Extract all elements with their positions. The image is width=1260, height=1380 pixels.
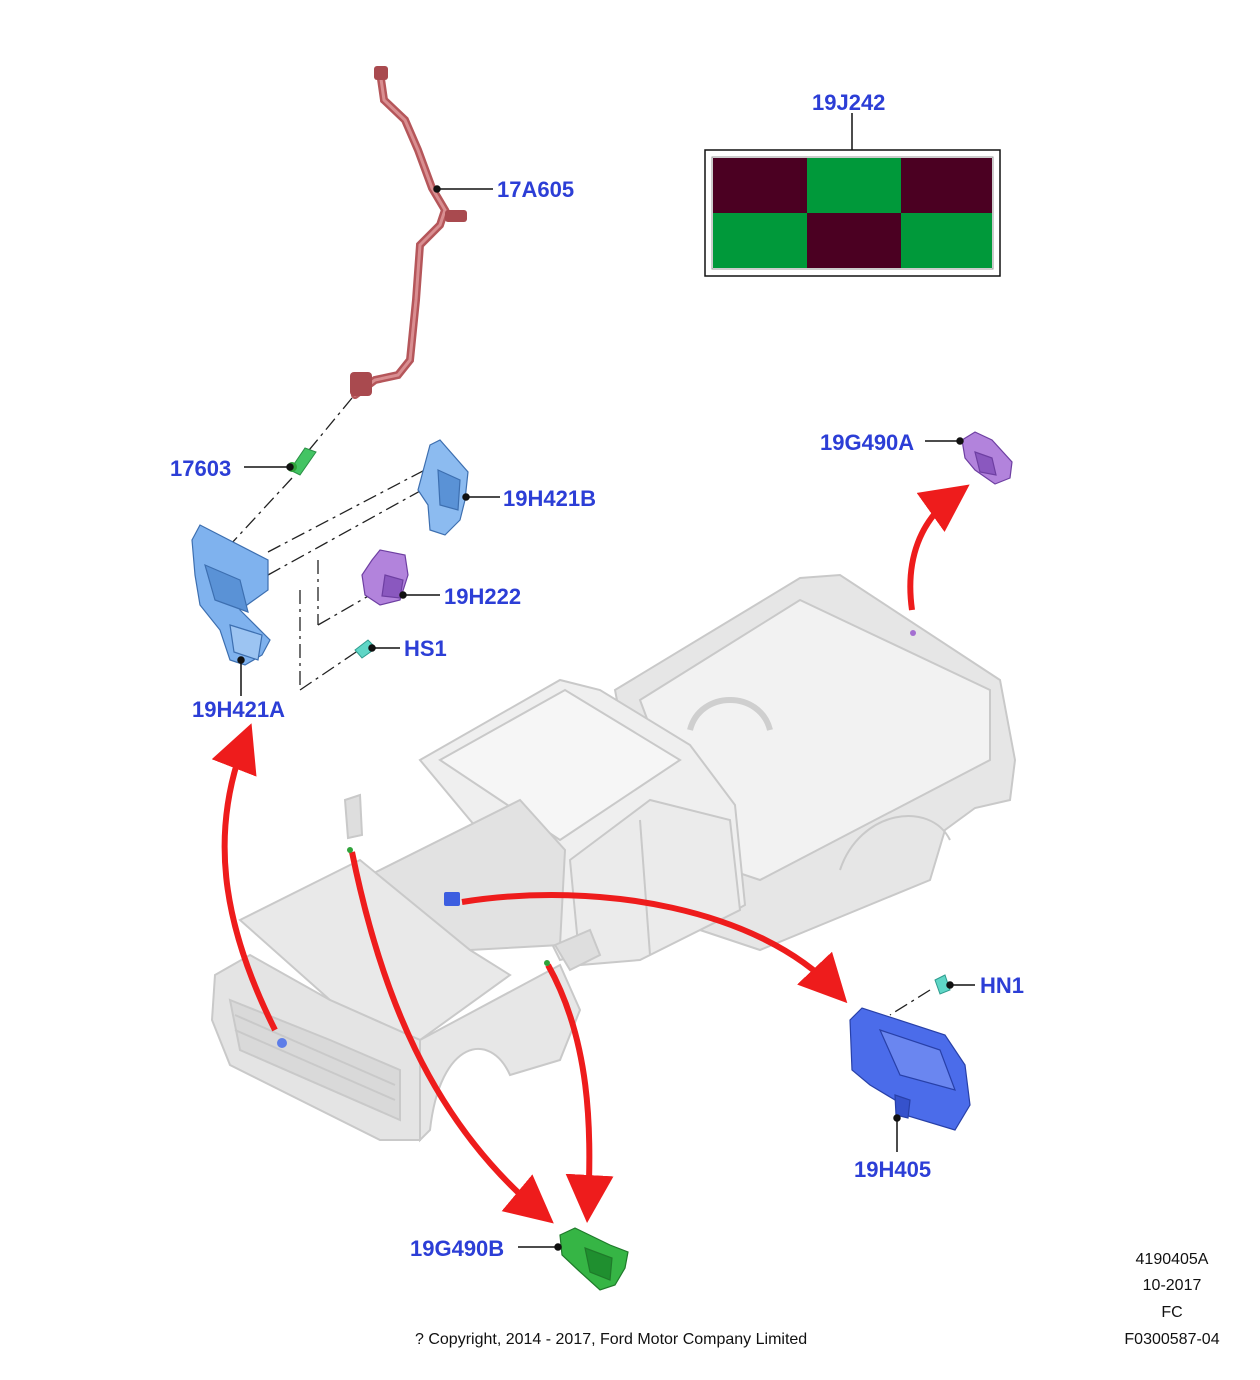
callout-HS1: HS1	[404, 636, 447, 661]
callout-17603: 17603	[170, 456, 232, 481]
callout-19H421A: 19H421A	[192, 697, 285, 722]
sensor-location-marker-mirror	[544, 960, 550, 966]
hose-17A605-part	[350, 66, 467, 399]
doc-number: 4190405A	[1135, 1251, 1209, 1268]
callout-19H405: 19H405	[854, 1157, 932, 1182]
arrow-to-19H405	[461, 892, 848, 1004]
camera-location-marker	[277, 1038, 287, 1048]
bracket-19H421A-part	[191, 524, 271, 666]
callout-19G490A: 19G490A	[820, 430, 915, 455]
callout-19H421B: 19H421B	[503, 486, 596, 511]
callout-19J242: 19J242	[812, 90, 886, 115]
module-location-marker	[444, 892, 460, 906]
arrow-to-19G490A	[907, 484, 970, 611]
red-arrows	[211, 484, 970, 1224]
bracket-19H421B-part	[417, 439, 469, 536]
module-19H405-part	[849, 1007, 971, 1131]
copyright-notice: ? Copyright, 2014 - 2017, Ford Motor Com…	[415, 1331, 808, 1348]
label-19J242-part	[704, 149, 1001, 277]
callout-19G490B: 19G490B	[410, 1236, 505, 1261]
assembly-lines	[229, 397, 931, 1016]
sensor-19H222-part	[361, 549, 409, 606]
fastener-HN1-part	[934, 974, 951, 995]
figure-id: F0300587-04	[1124, 1331, 1220, 1348]
sensor-location-marker-hood	[347, 847, 353, 853]
leader-lines	[237, 113, 975, 1251]
sensor-19G490B-part	[559, 1227, 629, 1291]
sensor-location-marker-bed	[910, 630, 916, 636]
callout-HN1: HN1	[980, 973, 1025, 998]
doc-date: 10-2017	[1142, 1277, 1202, 1294]
arrow-to-19G490B-left	[349, 851, 554, 1224]
callout-17A605: 17A605	[497, 177, 575, 202]
sensor-19G490A-part	[961, 431, 1013, 485]
doc-code: FC	[1161, 1304, 1183, 1321]
fastener-17603-part	[287, 447, 317, 476]
arrow-to-19G490B-right	[545, 963, 614, 1223]
callout-19H222: 19H222	[444, 584, 522, 609]
arrow-to-19H421A	[211, 723, 278, 1032]
